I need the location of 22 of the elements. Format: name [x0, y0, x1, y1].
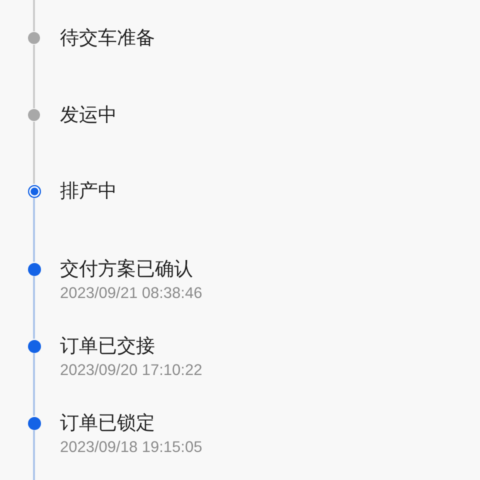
timeline-dot	[28, 109, 40, 121]
timeline-line	[33, 198, 35, 262]
timeline-dot	[28, 32, 40, 44]
step-title: 排产中	[60, 179, 117, 203]
step-title: 发运中	[60, 103, 117, 127]
step-title: 交付方案已确认	[60, 257, 193, 281]
timeline-line	[33, 353, 35, 416]
timeline-line	[33, 430, 35, 480]
step-title: 订单已锁定	[60, 411, 155, 435]
timeline-dot	[28, 262, 40, 276]
timestamp: 2023/09/21 08:38:46	[60, 285, 202, 303]
timestamp: 2023/09/20 17:10:22	[60, 362, 202, 380]
timeline-dot	[28, 416, 40, 430]
timeline-dot	[28, 340, 40, 352]
step-title: 待交车准备	[60, 26, 155, 50]
timeline-dot	[28, 184, 40, 198]
timestamp: 2023/09/18 19:15:05	[60, 439, 202, 457]
timeline-line	[33, 0, 35, 32]
timeline-line	[33, 122, 35, 184]
timeline-line	[33, 44, 35, 108]
timeline-line	[33, 276, 35, 339]
step-title: 订单已交接	[60, 334, 155, 358]
